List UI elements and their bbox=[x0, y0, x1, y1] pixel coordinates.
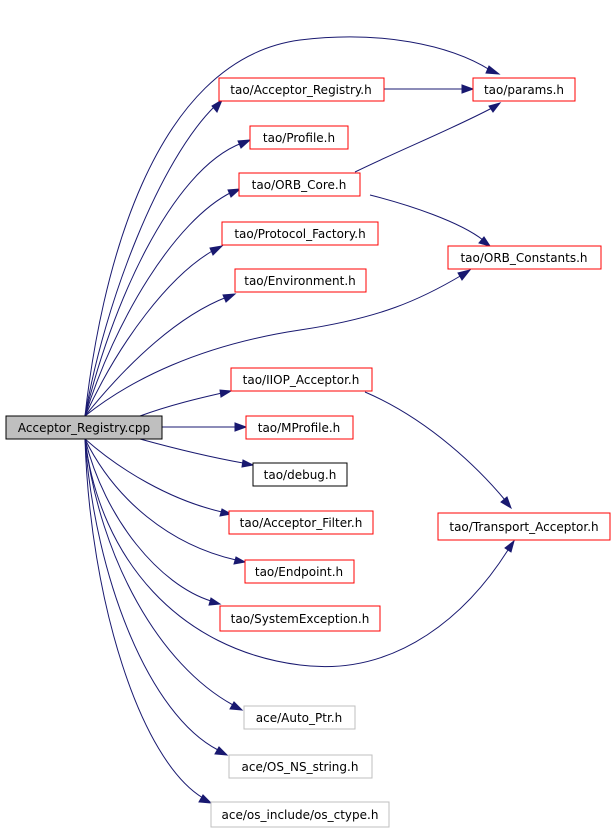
edge-root-to-auto-ptr-h bbox=[84, 438, 234, 706]
node-auto-ptr-h[interactable]: ace/Auto_Ptr.h bbox=[243, 705, 356, 730]
edge-root-to-acceptor-registry-h bbox=[84, 105, 216, 417]
node-systemexception-h[interactable]: tao/SystemException.h bbox=[219, 605, 381, 632]
edge-orb-core-h-to-orb-constants-h bbox=[369, 194, 484, 241]
node-os-ctype-h[interactable]: ace/os_include/os_ctype.h bbox=[210, 801, 390, 828]
node-acceptor-filter-h[interactable]: tao/Acceptor_Filter.h bbox=[228, 510, 374, 535]
node-label: ace/OS_NS_string.h bbox=[242, 760, 359, 774]
node-orb-constants-h[interactable]: tao/ORB_Constants.h bbox=[447, 245, 602, 270]
node-transport-acceptor-h[interactable]: tao/Transport_Acceptor.h bbox=[437, 512, 611, 541]
edge-root-to-os-ns-string-h-arrowhead bbox=[214, 746, 229, 756]
node-label: tao/MProfile.h bbox=[258, 421, 341, 435]
edge-root-to-orb-core-h bbox=[84, 191, 233, 417]
edge-root-to-acceptor-registry-h-arrowhead bbox=[211, 98, 224, 113]
edge-root-to-protocol-factory-h bbox=[84, 249, 215, 417]
node-iiop-acceptor-h[interactable]: tao/IIOP_Acceptor.h bbox=[230, 367, 373, 392]
node-label: ace/Auto_Ptr.h bbox=[256, 711, 342, 725]
edge-orb-core-h-to-orb-constants-h-arrowhead bbox=[478, 236, 492, 247]
node-orb-core-h[interactable]: tao/ORB_Core.h bbox=[238, 172, 361, 197]
edge-root-to-debug-h bbox=[139, 438, 244, 464]
edge-acceptor-registry-h-to-params-h-arrowhead bbox=[461, 84, 475, 94]
edges-layer bbox=[84, 36, 515, 804]
node-debug-h[interactable]: tao/debug.h bbox=[252, 462, 348, 487]
node-label: tao/Acceptor_Filter.h bbox=[240, 516, 363, 530]
edge-root-to-profile-h-arrowhead bbox=[237, 139, 252, 149]
edge-root-to-transport-acceptor-h bbox=[84, 438, 509, 667]
node-label: tao/ORB_Constants.h bbox=[460, 251, 587, 265]
edge-root-to-orb-constants-h bbox=[84, 274, 463, 417]
node-label: tao/Transport_Acceptor.h bbox=[449, 520, 598, 534]
edge-iiop-acceptor-h-to-transport-acceptor-h bbox=[364, 391, 506, 501]
node-label: tao/ORB_Core.h bbox=[252, 178, 347, 192]
edge-root-to-environment-h-arrowhead bbox=[222, 293, 237, 303]
edge-root-to-acceptor-filter-h bbox=[84, 438, 223, 513]
node-label: Acceptor_Registry.cpp bbox=[18, 421, 150, 435]
edge-root-to-params-h-arrowhead bbox=[485, 65, 501, 75]
node-environment-h[interactable]: tao/Environment.h bbox=[234, 268, 367, 293]
node-label: tao/params.h bbox=[484, 83, 564, 97]
edge-root-to-os-ctype-h bbox=[84, 438, 204, 799]
edge-root-to-iiop-acceptor-h-arrowhead bbox=[219, 389, 233, 398]
node-os-ns-string-h[interactable]: ace/OS_NS_string.h bbox=[228, 754, 373, 779]
edge-root-to-os-ns-string-h bbox=[84, 438, 219, 751]
node-mprofile-h[interactable]: tao/MProfile.h bbox=[245, 415, 354, 440]
node-profile-h[interactable]: tao/Profile.h bbox=[249, 125, 349, 150]
node-params-h[interactable]: tao/params.h bbox=[472, 77, 576, 102]
node-acceptor-registry-cpp[interactable]: Acceptor_Registry.cpp bbox=[5, 415, 163, 440]
node-label: tao/IIOP_Acceptor.h bbox=[243, 373, 360, 387]
edge-root-to-orb-core-h-arrowhead bbox=[227, 188, 242, 198]
edge-root-to-environment-h bbox=[84, 296, 228, 417]
edge-orb-core-h-to-params-h bbox=[354, 107, 493, 173]
node-protocol-factory-h[interactable]: tao/Protocol_Factory.h bbox=[221, 221, 379, 246]
edge-root-to-orb-constants-h-arrowhead bbox=[457, 269, 472, 281]
edge-root-to-profile-h bbox=[84, 142, 243, 417]
edge-root-to-systemexception-h-arrowhead bbox=[208, 597, 222, 606]
edge-root-to-acceptor-filter-h-arrowhead bbox=[219, 508, 233, 517]
edge-root-to-protocol-factory-h-arrowhead bbox=[209, 245, 224, 256]
edge-root-to-auto-ptr-h-arrowhead bbox=[229, 701, 244, 711]
node-endpoint-h[interactable]: tao/Endpoint.h bbox=[244, 559, 355, 584]
node-label: tao/Profile.h bbox=[263, 131, 335, 145]
edge-orb-core-h-to-params-h-arrowhead bbox=[488, 102, 502, 113]
edge-root-to-params-h bbox=[84, 36, 491, 417]
node-label: tao/Endpoint.h bbox=[255, 565, 343, 579]
nodes-layer: Acceptor_Registry.cpp tao/Acceptor_Regis… bbox=[5, 77, 611, 828]
edge-root-to-debug-h-arrowhead bbox=[241, 459, 255, 468]
node-label: tao/Protocol_Factory.h bbox=[234, 227, 365, 241]
edge-root-to-iiop-acceptor-h bbox=[139, 392, 223, 417]
edge-root-to-systemexception-h bbox=[84, 438, 212, 602]
node-label: tao/Acceptor_Registry.h bbox=[230, 83, 371, 97]
edge-root-to-mprofile-h-arrowhead bbox=[234, 422, 248, 432]
edge-root-to-os-ctype-h-arrowhead bbox=[198, 794, 213, 804]
node-label: ace/os_include/os_ctype.h bbox=[222, 808, 379, 822]
node-label: tao/debug.h bbox=[264, 468, 337, 482]
edge-root-to-transport-acceptor-h-arrowhead bbox=[504, 539, 515, 553]
node-label: tao/SystemException.h bbox=[231, 612, 370, 626]
node-acceptor-registry-h[interactable]: tao/Acceptor_Registry.h bbox=[218, 77, 385, 102]
edge-root-to-endpoint-h bbox=[84, 438, 237, 561]
edge-root-to-endpoint-h-arrowhead bbox=[233, 556, 247, 565]
edge-iiop-acceptor-h-to-transport-acceptor-h-arrowhead bbox=[500, 496, 512, 510]
node-label: tao/Environment.h bbox=[244, 274, 356, 288]
